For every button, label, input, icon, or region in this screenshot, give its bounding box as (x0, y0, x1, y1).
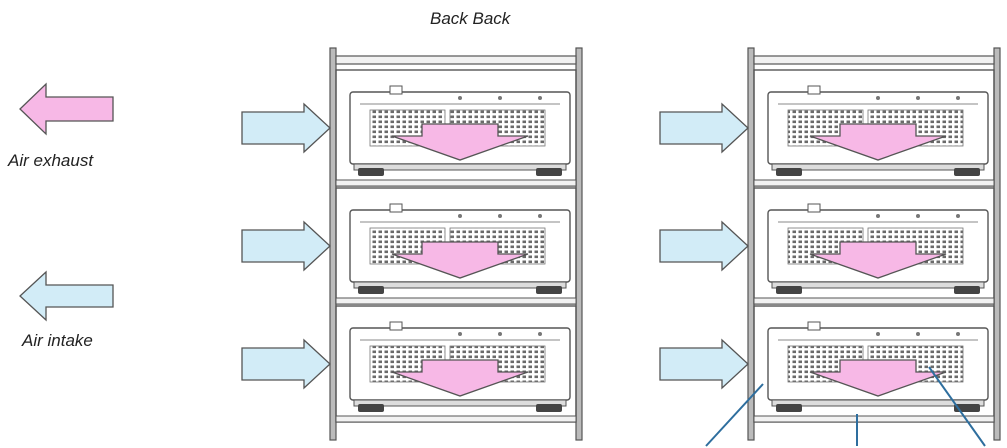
intake-arrow (241, 102, 331, 154)
projector-screw (458, 214, 462, 218)
projector-screw (458, 96, 462, 100)
projector-base (353, 163, 567, 171)
legend-exhaust-arrow (19, 82, 114, 136)
exhaust-arrow (809, 359, 947, 397)
projector-foot-right (954, 286, 980, 294)
rack-top-shelf (335, 55, 577, 65)
projector-base (353, 281, 567, 289)
projector-foot-left (776, 286, 802, 294)
projector-foot-left (358, 404, 384, 412)
projector-screw (498, 96, 502, 100)
projector-screw (956, 332, 960, 336)
projector-foot-right (536, 168, 562, 176)
diagram-title: Back Back (430, 9, 511, 28)
rack-post-left (747, 47, 755, 441)
rack-left (241, 47, 583, 441)
intake-arrow (659, 338, 749, 390)
projector-screw (916, 96, 920, 100)
rack-shelf-plate (335, 297, 577, 305)
intake-arrow (659, 102, 749, 154)
projector-foot-right (536, 404, 562, 412)
projector-lens-knob (807, 321, 821, 331)
projector-screw (498, 214, 502, 218)
projector-screw (498, 332, 502, 336)
rack-post-right (993, 47, 1001, 441)
projector-screw (538, 332, 542, 336)
rack-shelf-plate (753, 179, 995, 187)
projector-foot-left (776, 168, 802, 176)
projector-foot-left (358, 286, 384, 294)
rack-post-right (575, 47, 583, 441)
intake-arrow (659, 220, 749, 272)
rack-shelf-plate (335, 179, 577, 187)
callout-lines (705, 366, 986, 447)
intake-arrow (241, 220, 331, 272)
projector-foot-left (776, 404, 802, 412)
exhaust-arrow (391, 241, 529, 279)
rack-shelf-plate (335, 415, 577, 423)
projector-base (771, 163, 985, 171)
projector-screw (876, 332, 880, 336)
exhaust-arrow (391, 359, 529, 397)
projector-lens-knob (807, 85, 821, 95)
legend-intake-arrow (19, 270, 114, 322)
exhaust-arrow (809, 241, 947, 279)
projector-lens-knob (389, 321, 403, 331)
projector-foot-left (358, 168, 384, 176)
projector-base (771, 281, 985, 289)
projector-screw (538, 214, 542, 218)
projector-lens-knob (807, 203, 821, 213)
projector-screw (916, 332, 920, 336)
intake-arrow (241, 338, 331, 390)
projector-screw (876, 96, 880, 100)
projector-screw (916, 214, 920, 218)
projector-base (353, 399, 567, 407)
rack-shelf-plate (753, 415, 995, 423)
projector-screw (538, 96, 542, 100)
rack-post-left (329, 47, 337, 441)
rack-shelf-plate (753, 297, 995, 305)
rack-right (659, 47, 1001, 441)
projector-lens-knob (389, 85, 403, 95)
projector-foot-right (954, 168, 980, 176)
projector-foot-right (536, 286, 562, 294)
rack-top-shelf (753, 55, 995, 65)
projector-screw (956, 96, 960, 100)
exhaust-arrow (809, 123, 947, 161)
projector-screw (458, 332, 462, 336)
exhaust-arrow (391, 123, 529, 161)
projector-screw (876, 214, 880, 218)
projector-screw (956, 214, 960, 218)
projector-lens-knob (389, 203, 403, 213)
projector-base (771, 399, 985, 407)
legend-intake-label: Air intake (22, 331, 93, 350)
legend-exhaust-label: Air exhaust (8, 151, 94, 170)
